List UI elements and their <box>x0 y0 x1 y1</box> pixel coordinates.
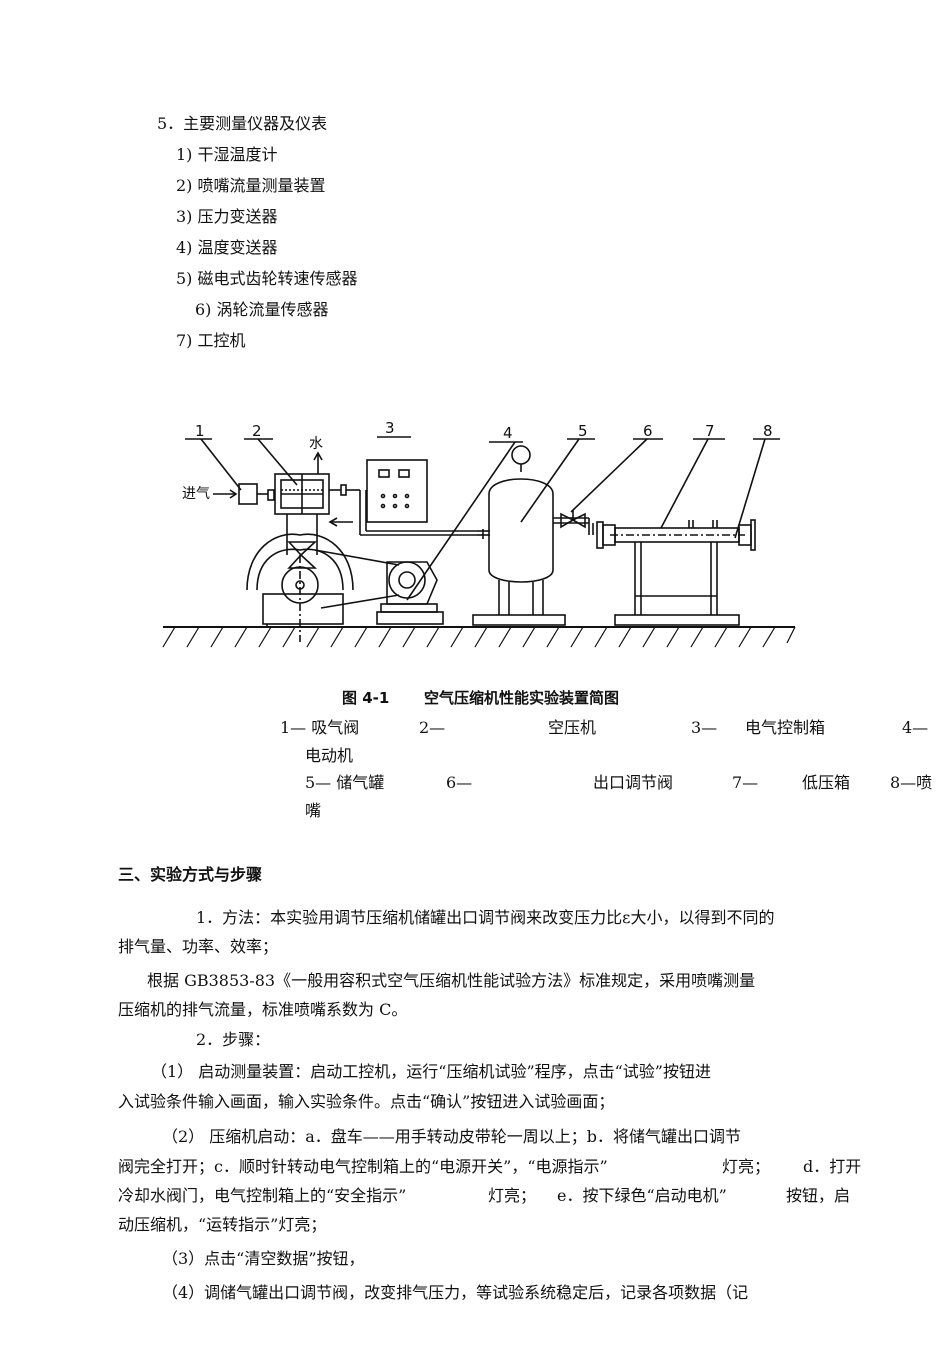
step2-line-3-lamp: 灯亮； <box>488 1186 537 1205</box>
step1-line-1: （1） 启动测量装置：启动工控机，运行“压缩机试验”程序，点击“试验”按钮进 <box>151 1062 711 1081</box>
legend-1: 1— 吸气阀 <box>280 718 360 737</box>
instrument-item-4: 4) 温度变送器 <box>176 238 278 257</box>
step4-line: （4）调储气罐出口调节阀，改变排气压力，等试验系统稳定后，记录各项数据（记 <box>162 1283 749 1302</box>
diagram-label-8: 8 <box>763 422 773 440</box>
legend-8-text: 嘴 <box>305 801 322 820</box>
step2-line-3-button: 按钮，启 <box>786 1186 851 1205</box>
step2-line-2-d: d．打开 <box>803 1157 862 1176</box>
legend-8: 8—喷 <box>890 773 933 792</box>
standard-line-2: 压缩机的排气流量，标准喷嘴系数为 C。 <box>118 1000 408 1019</box>
diagram-label-1: 1 <box>195 422 205 440</box>
instrument-item-1: 1) 干湿温度计 <box>176 145 278 164</box>
step2-line-3-e: e．按下绿色“启动电机” <box>557 1186 727 1205</box>
legend-5: 5— 储气罐 <box>305 773 385 792</box>
step2-line-1: （2） 压缩机启动：a．盘车——用手转动皮带轮一周以上；b．将储气罐出口调节 <box>162 1127 742 1146</box>
instrument-item-5: 5) 磁电式齿轮转速传感器 <box>176 269 358 288</box>
legend-4-text: 电动机 <box>305 746 354 765</box>
instrument-item-3: 3) 压力变送器 <box>176 207 278 226</box>
air-inlet-label: 进气 <box>182 486 210 502</box>
step2-line-4: 动压缩机，“运转指示”灯亮； <box>118 1215 327 1234</box>
figure-number: 图 4-1 <box>342 689 390 707</box>
step2-line-3: 冷却水阀门，电气控制箱上的“安全指示” <box>118 1186 407 1205</box>
legend-2-text: 空压机 <box>548 718 597 737</box>
diagram-label-6: 6 <box>643 422 653 440</box>
method-line-2: 排气量、功率、效率； <box>118 937 279 956</box>
legend-4: 4— <box>902 718 929 737</box>
diagram-label-4: 4 <box>503 424 513 442</box>
step1-line-2: 入试验条件输入画面，输入实验条件。点击“确认”按钮进入试验画面； <box>118 1092 615 1111</box>
instrument-item-7: 7) 工控机 <box>176 331 246 350</box>
compressor-apparatus-diagram: 1 2 3 4 5 6 7 8 进气 水 <box>162 419 796 648</box>
diagram-label-5: 5 <box>578 422 588 440</box>
legend-6-text: 出口调节阀 <box>593 773 674 792</box>
legend-3: 3— <box>691 718 718 737</box>
water-label: 水 <box>309 436 323 452</box>
step3-line: （3）点击“清空数据”按钮， <box>162 1249 365 1268</box>
step2-line-2-lamp: 灯亮； <box>722 1157 771 1176</box>
legend-2: 2— <box>419 718 446 737</box>
instrument-item-6: 6) 涡轮流量传感器 <box>195 300 329 319</box>
section3-heading: 三、实验方式与步骤 <box>118 865 263 884</box>
standard-line-1: 根据 GB3853-83《一般用容积式空气压缩机性能试验方法》标准规定，采用喷嘴… <box>147 971 756 990</box>
diagram-label-7: 7 <box>705 422 715 440</box>
legend-3-text: 电气控制箱 <box>745 718 826 737</box>
legend-6: 6— <box>446 773 473 792</box>
legend-7-text: 低压箱 <box>802 773 851 792</box>
method-line-1: 1．方法：本实验用调节压缩机储罐出口调节阀来改变压力比ε大小，以得到不同的 <box>196 908 775 927</box>
step2-line-2: 阀完全打开；c．顺时针转动电气控制箱上的“电源开关”，“电源指示” <box>118 1157 608 1176</box>
diagram-label-3: 3 <box>385 419 395 437</box>
diagram-label-2: 2 <box>252 422 262 440</box>
steps-heading: 2．步骤： <box>196 1030 271 1049</box>
instrument-item-2: 2) 喷嘴流量测量装置 <box>176 176 326 195</box>
section5-heading: 5．主要测量仪器及仪表 <box>157 114 328 133</box>
figure-title: 空气压缩机性能实验装置简图 <box>424 689 620 707</box>
legend-7: 7— <box>732 773 759 792</box>
